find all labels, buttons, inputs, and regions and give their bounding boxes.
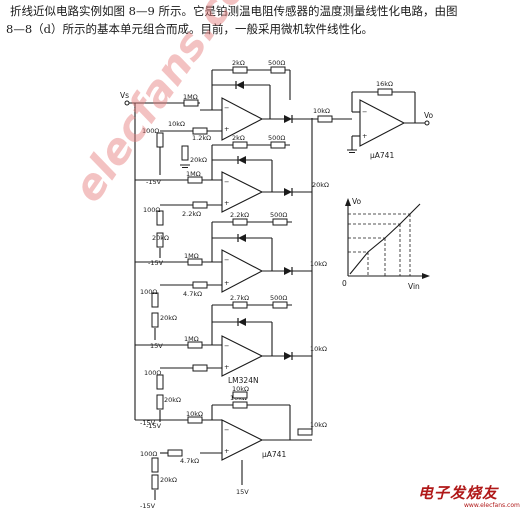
stage-2: − + 1MΩ 2kΩ 500Ω 20kΩ 2.2kΩ 100Ω 20kΩ -15… [135,134,329,267]
s5-100-label: 100Ω [140,450,157,458]
vo-label: Vo [424,111,434,120]
s4-20k-label: 20kΩ [164,396,181,404]
logo-text: 电子发烧友 [418,484,499,502]
svg-text:−: − [224,256,229,264]
s3-1m-label: 1MΩ [184,252,199,260]
svg-text:−: − [224,426,229,434]
s3-500-label: 500Ω [270,211,287,219]
s1-1m-label: 1MΩ [183,93,198,101]
s1-100-label: 100Ω [142,127,159,135]
svg-text:+: + [224,279,229,287]
s2-neg15-label: -15V [148,259,164,267]
s1-20k-label: 20kΩ [190,156,207,164]
s5-20k-label: 20kΩ [160,476,177,484]
s3-10k-label: 10kΩ [310,260,327,268]
sum-10k-label: 10kΩ [313,107,330,115]
s4-500-label: 500Ω [270,294,287,302]
opamp-output [359,99,406,147]
svg-text:−: − [224,178,229,186]
s5-4.7k-label: 4.7kΩ [180,457,199,465]
s1-10k-label: 10kΩ [168,120,185,128]
svg-text:+: + [224,125,229,133]
paragraph-line-1: 折线近似电路实例如图 8—9 所示。它是铂测温电阻传感器的温度测量线性化电路，由… [10,4,458,18]
s3-20k-label: 20kΩ [160,314,177,322]
s5-10k-b-label: 10kΩ [232,385,249,393]
transfer-curve-graph: Vo Vin 0 [342,197,430,291]
stage-1: − + 1MΩ 2kΩ 500Ω 1.2kΩ 100Ω 10kΩ 20kΩ -15… [142,59,312,186]
graph-vo-label: Vo [352,197,362,206]
s4-10k-label: 10kΩ [310,345,327,353]
s3-2.2k-label: 2.2kΩ [230,211,249,219]
stage-3: − + 1MΩ 2.2kΩ 500Ω 10kΩ 4.7kΩ 100Ω 20kΩ 1… [135,211,327,350]
graph-origin-label: 0 [342,279,347,288]
stage-4: −+ LM324N 1MΩ 2.7kΩ 500Ω 10kΩ 100Ω 20kΩ … [135,294,327,430]
s2-2.2k-label: 2.2kΩ [182,210,201,218]
s4-2.7k-label: 2.7kΩ [230,294,249,302]
svg-text:−: − [362,108,367,116]
svg-text:+: + [224,447,229,455]
s3-15v-label: 15V [150,342,163,350]
s1-500-label: 500Ω [268,59,285,67]
svg-text:+: + [362,132,367,140]
s4-1m-label: 1MΩ [184,335,199,343]
svg-text:+: + [224,199,229,207]
site-logo: 电子发烧友 www.elecfans.com [418,478,522,512]
s1-1.2k-label: 1.2kΩ [192,134,211,142]
vs-label: Vs [120,91,129,100]
s2-100-label: 100Ω [143,206,160,214]
ua741-top-label: μA741 [370,151,394,160]
opamp-2 [221,171,264,213]
s5-15v-label: 15V [236,488,249,496]
s5-10k-in-label: 10kΩ [186,410,203,418]
opamp-5 [221,419,264,461]
s2-2k-label: 2kΩ [232,134,245,142]
svg-text:−: − [224,104,229,112]
s1-neg15-label: -15V [146,178,162,186]
paragraph-line-2: 8—8（d）所示的基本单元组合而成。目前，一般采用微机软件线性化。 [6,22,373,36]
vo-terminal [424,120,430,126]
s1-2k-label: 2kΩ [232,59,245,67]
s5-neg15-label: -15V [140,502,156,510]
summing-amplifier: 10kΩ − + 16kΩ Vo μA741 [312,80,434,160]
s2-500-label: 500Ω [268,134,285,142]
opamp-3 [221,249,264,293]
r16k-label: 16kΩ [376,80,393,88]
s5-neg15-left-label: -15V [140,419,156,427]
watermark-elecfans: elecfans.com [63,0,282,211]
s2-1m-label: 1MΩ [186,170,201,178]
stage-5: −+ μA741 10kΩ 10kΩ 10kΩ 4.7kΩ 100Ω 20kΩ … [135,385,327,510]
s3-100-label: 100Ω [140,288,157,296]
ua741-bottom-label: μA741 [262,450,286,459]
graph-vin-label: Vin [408,282,420,291]
svg-text:−: − [224,342,229,350]
lm324n-label: LM324N [228,376,259,385]
logo-url: www.elecfans.com [464,502,520,509]
s2-20k-label: 20kΩ [152,234,169,242]
opamp-4 [221,335,264,377]
s2-20k-in-label: 20kΩ [312,181,329,189]
svg-text:+: + [224,363,229,371]
s4-100-label: 100Ω [144,369,161,377]
opamp-1 [221,97,264,141]
s5-10k-out-label: 10kΩ [310,421,327,429]
s4-neg15-label: -15V [146,422,162,430]
s3-4.7k-label: 4.7kΩ [183,290,202,298]
